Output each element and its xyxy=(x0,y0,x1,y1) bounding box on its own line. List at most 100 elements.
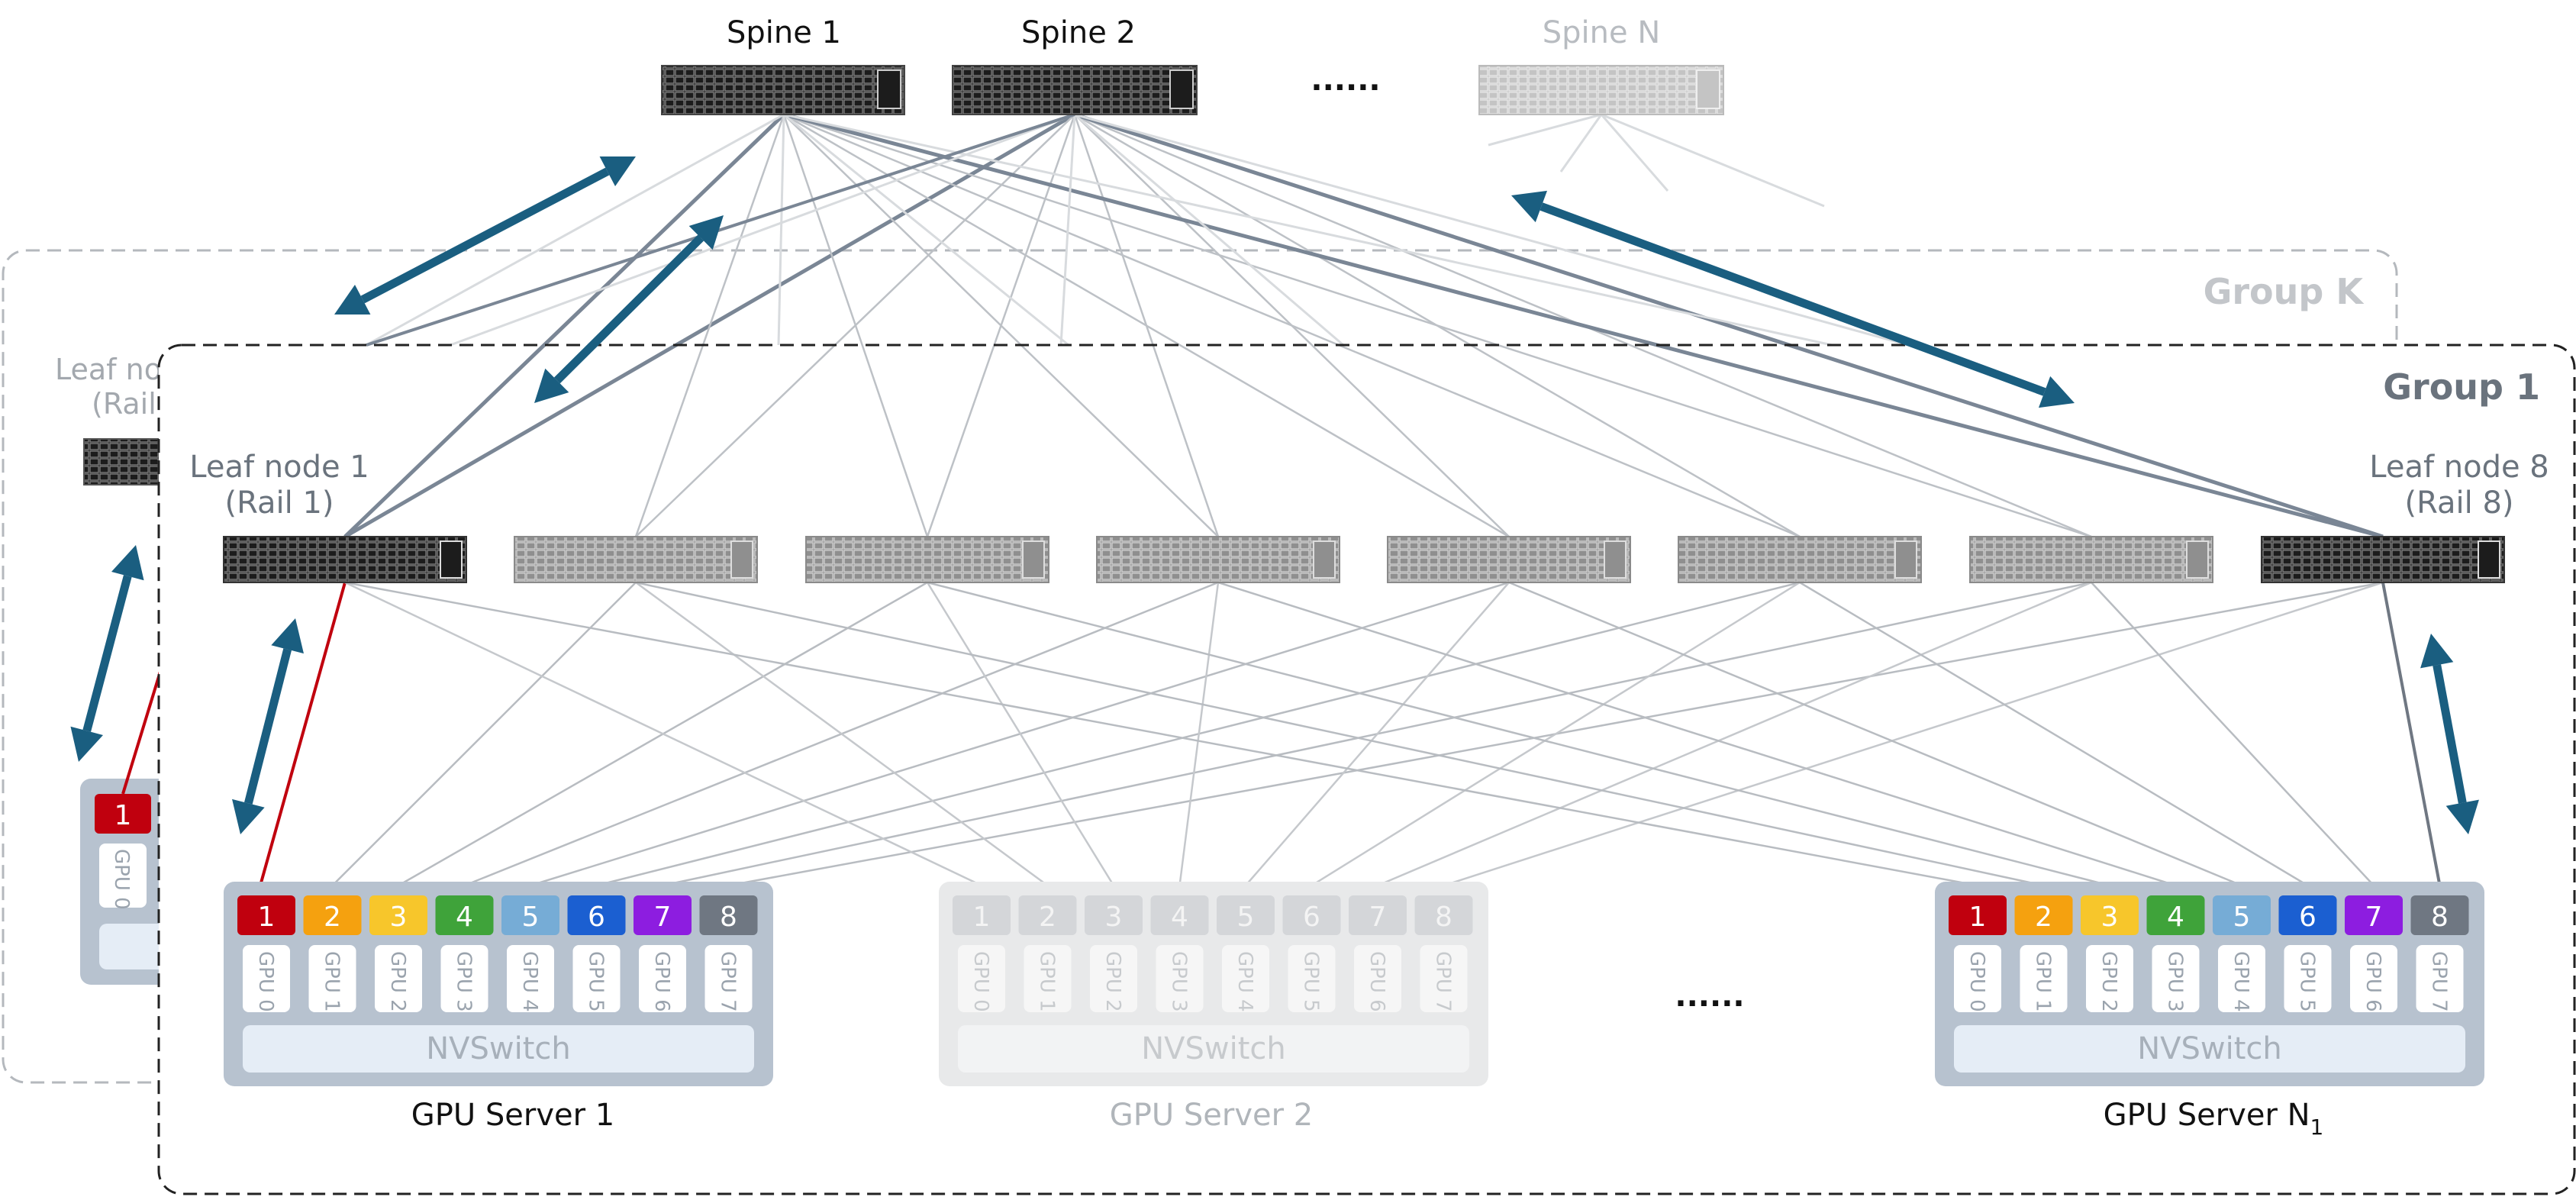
leaf-port-block xyxy=(440,540,463,579)
rail-tile xyxy=(1414,895,1473,935)
rail-number: 5 xyxy=(1237,902,1255,933)
leaf-gpu-link xyxy=(1799,581,2309,887)
arrow-head xyxy=(599,156,636,186)
rail-tile xyxy=(2410,895,2469,935)
leaf-gpu-link xyxy=(1311,581,1801,887)
rail-number: 4 xyxy=(456,902,473,933)
leaf-body xyxy=(1387,536,1631,583)
rail-tile xyxy=(1949,895,2007,935)
rail-number: 3 xyxy=(390,902,408,933)
gpu-label: GPU 4 xyxy=(518,951,541,1012)
leaf-switch-3 xyxy=(805,536,1049,583)
spine-1: Spine 1 xyxy=(661,15,905,115)
leaf-body xyxy=(1678,536,1922,583)
double-arrow xyxy=(2420,634,2479,834)
arrow-head xyxy=(688,215,724,250)
arrow-head xyxy=(232,798,265,834)
gpu-label: GPU 2 xyxy=(386,951,409,1012)
leaf-gpu-link xyxy=(927,581,2110,887)
nvswitch-label: NVSwitch xyxy=(426,1031,571,1066)
gpu-card xyxy=(572,945,621,1012)
gpu-label: GPU 0 xyxy=(969,951,992,1012)
rail-number: 2 xyxy=(324,902,341,933)
gpu-label: GPU 7 xyxy=(717,951,740,1012)
nvswitch-bar xyxy=(958,1025,1469,1073)
gpu-label: GPU 1 xyxy=(1036,951,1059,1012)
arrow-head xyxy=(2420,634,2454,669)
gpu-card xyxy=(2218,945,2265,1012)
nvswitch-bar xyxy=(1954,1025,2465,1073)
arrows-layer xyxy=(70,156,2479,834)
spine1-leaf-link xyxy=(783,113,1801,538)
leaf-switch-6 xyxy=(1678,536,1922,583)
svg-text:GPU 0: GPU 0 xyxy=(110,849,133,910)
gpu-card xyxy=(507,945,554,1012)
gpu-card xyxy=(2416,945,2464,1012)
rail-tile xyxy=(699,895,758,935)
rail-tile xyxy=(1018,895,1077,935)
gpu-card xyxy=(639,945,686,1012)
rail-number: 7 xyxy=(654,902,672,933)
rail-number: 5 xyxy=(522,902,540,933)
arrow-head xyxy=(534,368,569,403)
nvswitch-label: NVSwitch xyxy=(1141,1031,1286,1066)
rail-number: 8 xyxy=(1435,902,1452,933)
gpu-label: GPU 5 xyxy=(585,951,608,1012)
gpu-card xyxy=(1954,945,2001,1012)
svg-text:1: 1 xyxy=(114,800,132,831)
rail-number: 4 xyxy=(1171,902,1188,933)
leaf-8-label: Leaf node 8 xyxy=(2369,450,2549,485)
gpu-label: GPU 5 xyxy=(2296,951,2319,1012)
spine1-leaf-link xyxy=(783,112,2384,539)
rail-tile xyxy=(435,895,494,935)
gpu-card xyxy=(2350,945,2397,1012)
spine-groupk-link xyxy=(1059,114,1076,346)
arrow-head xyxy=(1511,190,1548,223)
arrow-shaft xyxy=(1539,202,2046,396)
rail-tile xyxy=(1349,895,1407,935)
spine-2: Spine 2 xyxy=(952,15,1198,115)
rail-number: 8 xyxy=(720,902,737,933)
gpu-label: GPU 0 xyxy=(1965,951,1988,1012)
gpu-label: GPU 1 xyxy=(2032,951,2055,1012)
gpu-card xyxy=(440,945,488,1012)
gpu-card xyxy=(2152,945,2200,1012)
spine1-leaf-link xyxy=(783,113,1510,538)
rail-number: 7 xyxy=(1369,902,1387,933)
rail-number: 4 xyxy=(2167,902,2184,933)
nvswitch-label: NVSwitch xyxy=(2137,1031,2282,1066)
leaf-gpu-link xyxy=(1178,582,1220,886)
gpu-card xyxy=(2020,945,2068,1012)
arrow-head xyxy=(2038,376,2075,408)
spine-groupk-link xyxy=(783,113,1833,347)
leaf-switch-8 xyxy=(2261,536,2505,583)
leaf-port-block xyxy=(1313,540,1336,579)
rail-number: 2 xyxy=(2035,902,2052,933)
leaf-gpu-link xyxy=(344,581,1978,887)
rail-number: 3 xyxy=(2101,902,2119,933)
spine1-leaf-link xyxy=(782,114,929,537)
rail-tile xyxy=(567,895,626,935)
spine-ellipsis: ...... xyxy=(1311,63,1380,98)
leaf-gpu-link xyxy=(331,582,637,886)
leaf-gpu-link xyxy=(344,581,982,887)
spine-2-label: Spine 2 xyxy=(1021,15,1136,50)
rail-number: 1 xyxy=(258,902,276,933)
gpu-card xyxy=(704,945,753,1012)
leaf-body xyxy=(805,536,1049,583)
arrow-shaft xyxy=(553,234,704,384)
leaf-gpu-link xyxy=(926,582,1115,886)
rail-tile xyxy=(237,895,295,935)
arrow-shaft xyxy=(82,575,132,732)
gpu-card xyxy=(2284,945,2332,1012)
leaf-8-rail: (Rail 8) xyxy=(2404,485,2513,521)
double-arrow xyxy=(232,618,304,834)
spine-n-link xyxy=(1600,114,1669,192)
rail-tile xyxy=(2014,895,2073,935)
spine-groupk-link xyxy=(366,113,1075,347)
leaf-gpu-link xyxy=(1245,582,1510,886)
rail-number: 6 xyxy=(2299,902,2316,933)
rail-tile xyxy=(1282,895,1341,935)
